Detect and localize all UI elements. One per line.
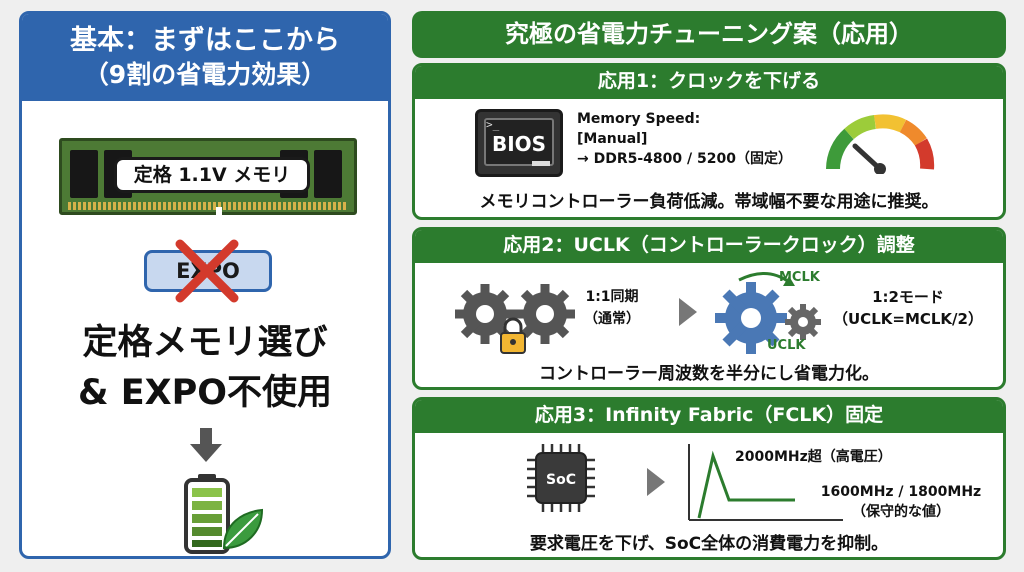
sync-mode-label: 1:1同期 （通常） (577, 286, 647, 330)
memory-speed-line2: [Manual] (577, 131, 648, 147)
sync-note: （通常） (584, 311, 640, 327)
gears-icon (715, 272, 821, 354)
bios-screen-icon: >_ BIOS (475, 109, 563, 177)
speed-gauge-icon (826, 114, 935, 174)
basic-title: 基本：まずはここから (70, 25, 340, 56)
high-frequency-label: 2000MHz超（高電圧） (735, 449, 892, 465)
basic-panel: 基本：まずはここから （9割の省電力効果） 定格 1.1V メモリ EXPO 定… (19, 11, 391, 559)
frequency-graph-icon (688, 444, 843, 521)
ram-module-icon: 定格 1.1V メモリ (59, 138, 357, 215)
right-triangle-icon-2 (647, 468, 665, 496)
mode-formula: （UCLK=MCLK/2） (833, 310, 983, 328)
main-recommendation: 定格メモリ選び (82, 323, 328, 363)
card3-footer: 要求電圧を下げ、SoC全体の消費電力を抑制。 (529, 534, 889, 554)
basic-panel-header: 基本：まずはここから （9割の省電力効果） (22, 14, 388, 101)
battery-leaf-icon (184, 474, 264, 554)
tip-card-clock: 応用1：クロックを下げる >_ BIOS Memory Speed: [Manu… (412, 63, 1006, 220)
right-triangle-icon (679, 298, 697, 326)
expo-badge: EXPO (144, 250, 272, 292)
low-frequency-note: （保守的な値） (852, 504, 950, 520)
card2-heading: 応用2：UCLK（コントローラークロック）調整 (415, 230, 1003, 263)
card1-footer: メモリコントローラー負荷低減。帯域幅不要な用途に推奨。 (479, 192, 939, 212)
soc-chip-icon: SoC (527, 444, 595, 512)
bios-prompt: >_ (486, 118, 500, 131)
sync-ratio: 1:1同期 (585, 289, 639, 305)
memory-speed-line1: Memory Speed: (577, 111, 701, 127)
card1-heading: 応用1：クロックを下げる (415, 66, 1003, 99)
locked-gears-icon (455, 284, 575, 354)
card3-heading: 応用3：Infinity Fabric（FCLK）固定 (415, 400, 1003, 433)
basic-subtitle: （9割の省電力効果） (83, 60, 327, 89)
low-frequency-label: 1600MHz / 1800MHz （保守的な値） (801, 482, 1001, 522)
half-mode-label: 1:2モード （UCLK=MCLK/2） (833, 286, 983, 330)
memory-speed-setting: Memory Speed: [Manual] → DDR5-4800 / 520… (577, 109, 792, 169)
tip-card-uclk: 応用2：UCLK（コントローラークロック）調整 (412, 227, 1006, 390)
bios-label: BIOS (491, 132, 547, 156)
uclk-label: UCLK (767, 338, 806, 353)
ram-label: 定格 1.1V メモリ (114, 157, 310, 193)
advanced-title: 究極の省電力チューニング案（応用） (412, 11, 1006, 58)
tip-card-fclk: 応用3：Infinity Fabric（FCLK）固定 SoC 2000MHz超… (412, 397, 1006, 560)
card2-footer: コントローラー周波数を半分にし省電力化。 (539, 364, 879, 384)
mclk-label: MCLK (779, 270, 820, 285)
cross-icon (175, 239, 239, 303)
mode-ratio: 1:2モード (872, 288, 944, 306)
main-recommendation-2: & EXPO不使用 (77, 373, 332, 413)
low-frequency-values: 1600MHz / 1800MHz (820, 484, 982, 500)
down-arrow-icon (190, 428, 222, 462)
memory-speed-line3: → DDR5-4800 / 5200（固定） (577, 151, 792, 167)
soc-label: SoC (546, 472, 576, 488)
